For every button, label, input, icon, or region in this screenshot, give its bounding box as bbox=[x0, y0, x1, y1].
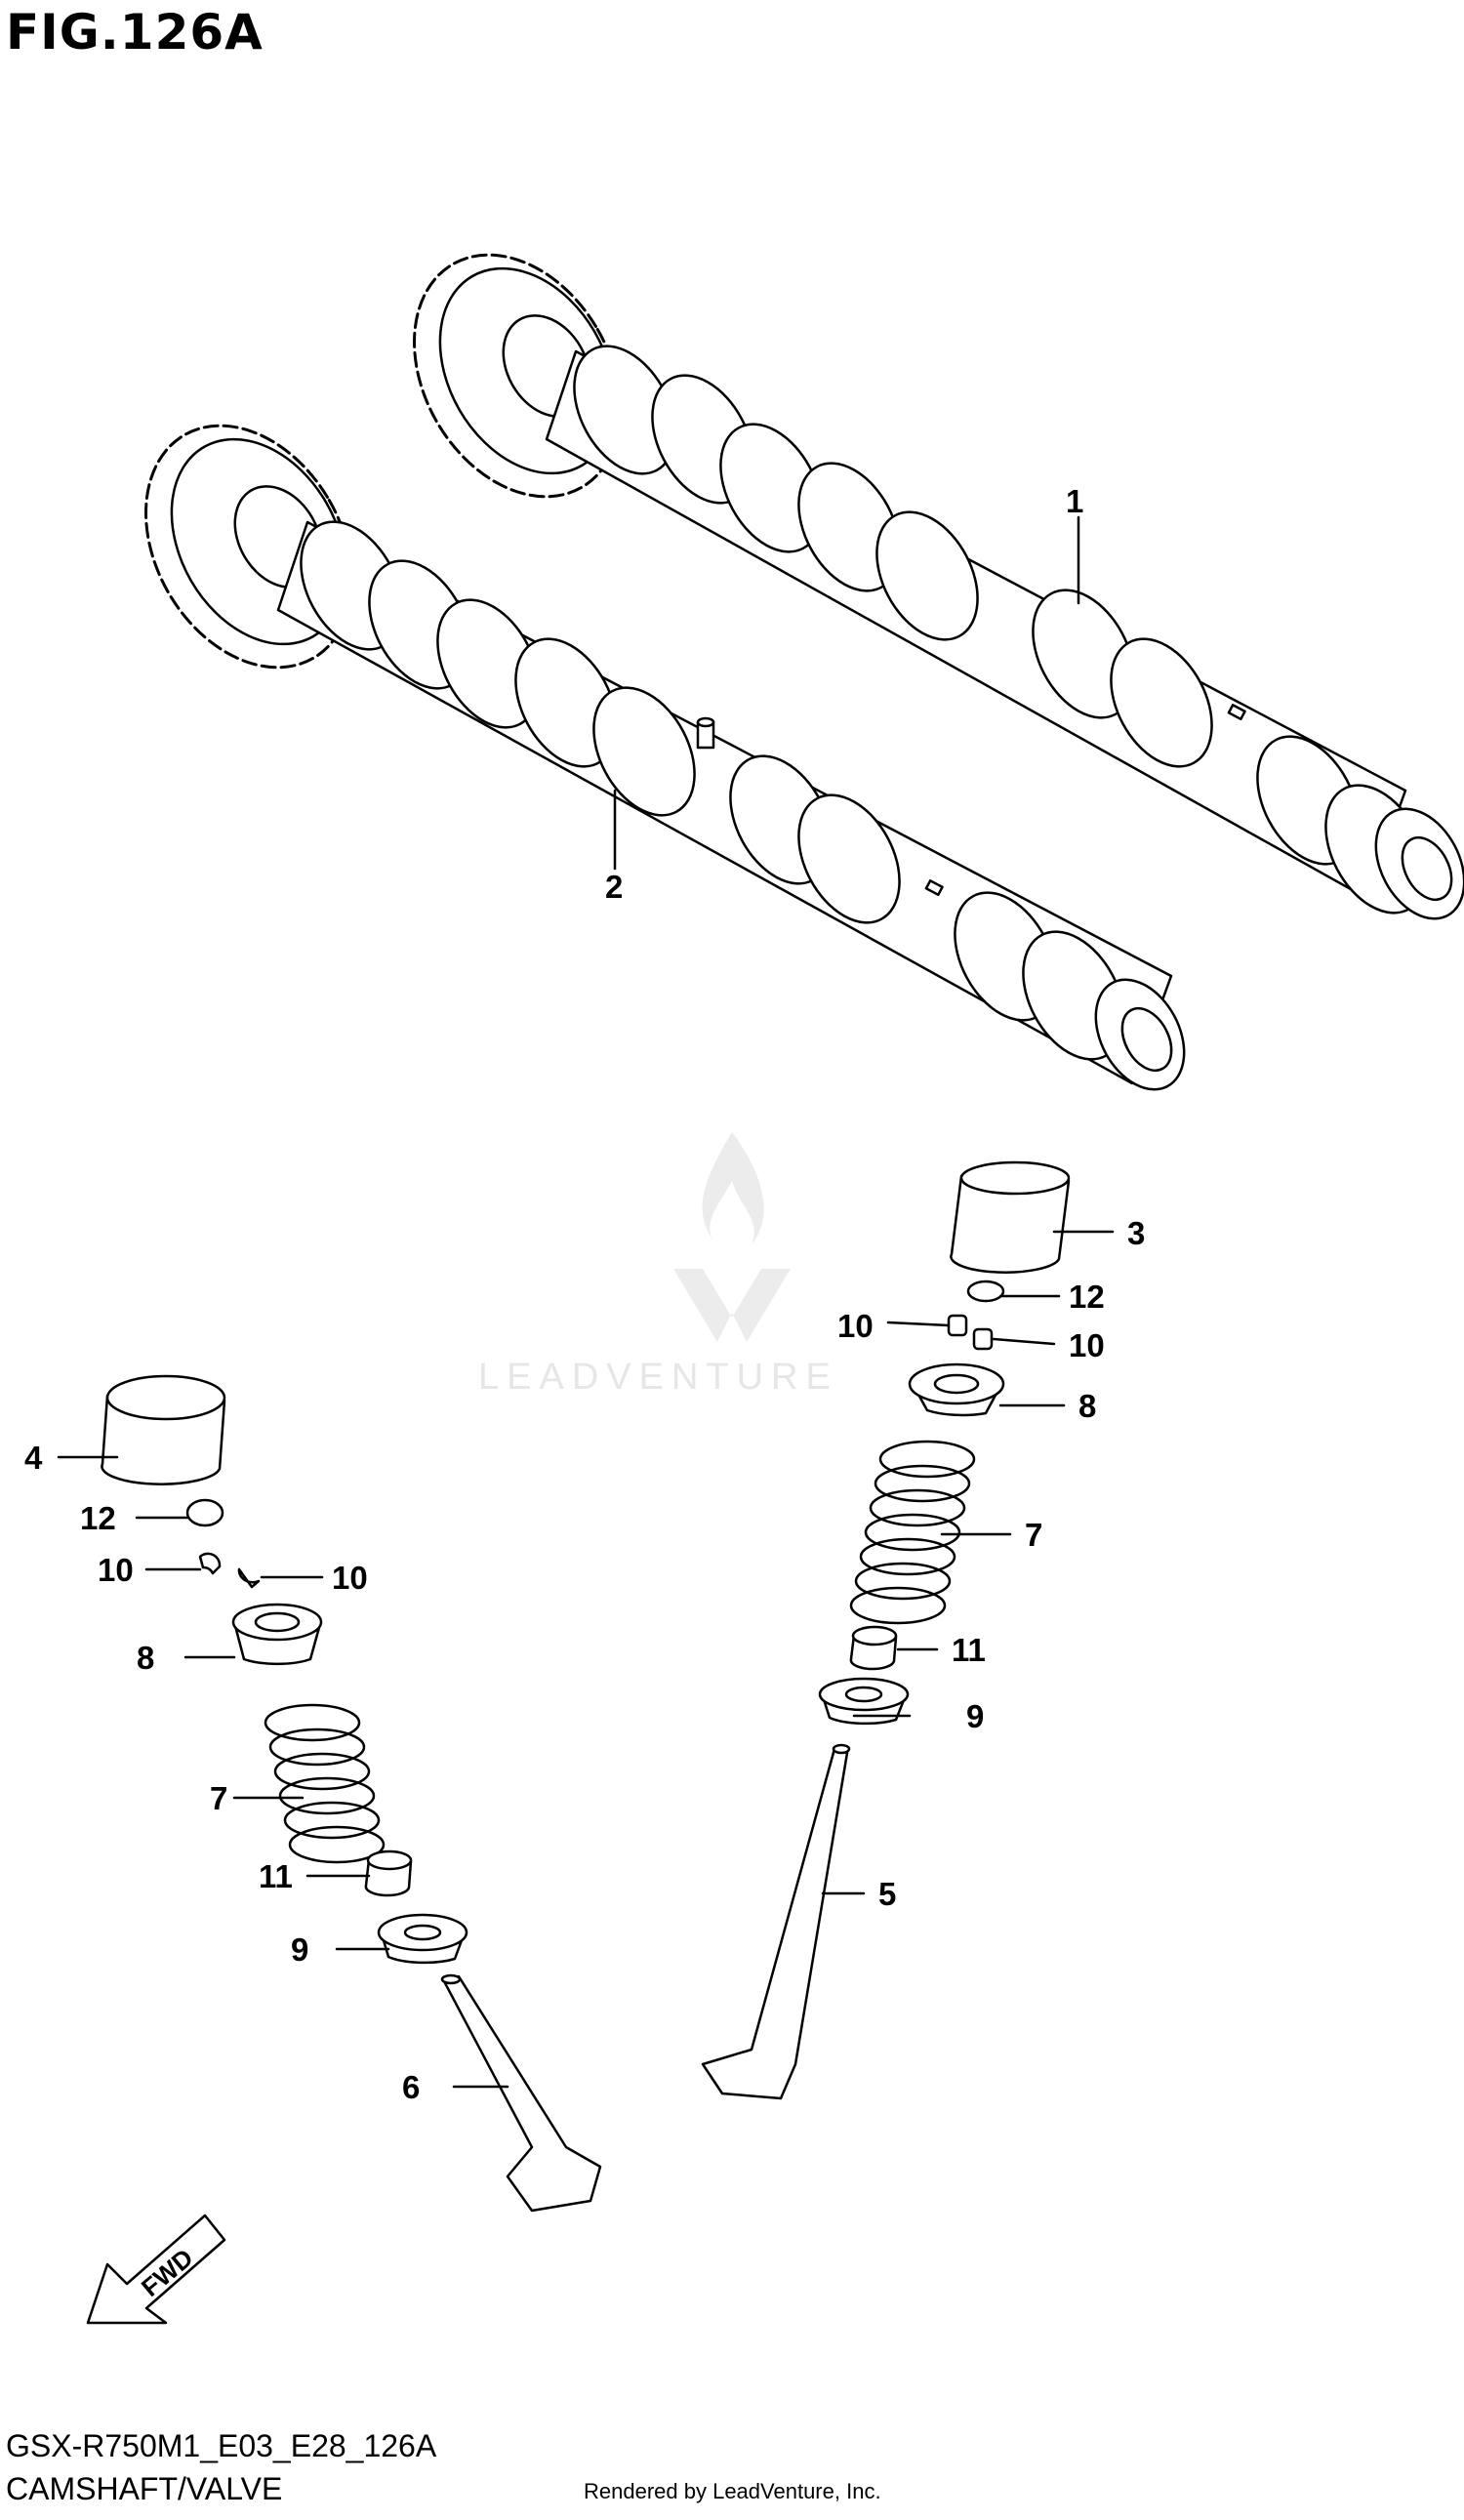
callout-4: 4 bbox=[24, 1440, 43, 1476]
rendered-by-credit: Rendered by LeadVenture, Inc. bbox=[584, 2479, 881, 2503]
stem-seal-left bbox=[364, 1849, 413, 1897]
model-code: GSX-R750M1_E03_E28_126A bbox=[6, 2428, 437, 2463]
diagram-caption: CAMSHAFT/VALVE bbox=[6, 2471, 283, 2506]
camshaft-intake bbox=[144, 424, 1186, 1091]
valve-right bbox=[701, 1743, 851, 2100]
callout-10-left-a: 10 bbox=[98, 1552, 134, 1588]
fwd-arrow-icon bbox=[86, 2214, 226, 2325]
seat-right bbox=[818, 1677, 910, 1726]
watermark-text: LEADVENTURE bbox=[478, 1357, 838, 1398]
callout-3: 3 bbox=[1127, 1215, 1145, 1251]
camshaft-exhaust bbox=[413, 253, 1464, 920]
cotter-right bbox=[947, 1314, 994, 1351]
retainer-left bbox=[231, 1603, 323, 1666]
callout-7-left: 7 bbox=[210, 1780, 227, 1816]
figure-title: FIG.126A bbox=[6, 4, 264, 61]
callout-12-right: 12 bbox=[1069, 1279, 1105, 1315]
callout-2: 2 bbox=[605, 869, 623, 905]
cotter-left bbox=[198, 1552, 261, 1589]
stem-seal-right bbox=[849, 1625, 898, 1671]
callout-10-right-b: 10 bbox=[1069, 1327, 1105, 1363]
spring-right bbox=[849, 1440, 976, 1625]
callout-10-right-a: 10 bbox=[837, 1308, 874, 1344]
callout-11-left: 11 bbox=[259, 1858, 293, 1894]
seat-left bbox=[377, 1913, 468, 1965]
callout-6: 6 bbox=[402, 2069, 420, 2105]
retainer-right bbox=[908, 1362, 1005, 1417]
tappet-right bbox=[950, 1160, 1071, 1274]
tappet-left bbox=[101, 1374, 226, 1485]
spring-left bbox=[264, 1703, 386, 1864]
shim-right bbox=[966, 1280, 1005, 1303]
callout-9-left: 9 bbox=[291, 1931, 308, 1968]
callout-11-right: 11 bbox=[952, 1632, 986, 1668]
shim-left bbox=[185, 1498, 224, 1527]
leader-lines bbox=[57, 515, 1115, 2089]
valve-left bbox=[440, 1973, 602, 2213]
watermark-logo bbox=[673, 1132, 791, 1342]
callout-8-right: 8 bbox=[1078, 1388, 1096, 1424]
callout-7-right: 7 bbox=[1025, 1517, 1042, 1553]
callout-8-left: 8 bbox=[137, 1640, 154, 1676]
callout-9-right: 9 bbox=[966, 1698, 984, 1734]
callout-12-left: 12 bbox=[80, 1500, 116, 1536]
callout-10-left-b: 10 bbox=[332, 1560, 368, 1596]
callout-1: 1 bbox=[1066, 483, 1083, 519]
callout-5: 5 bbox=[878, 1876, 896, 1912]
